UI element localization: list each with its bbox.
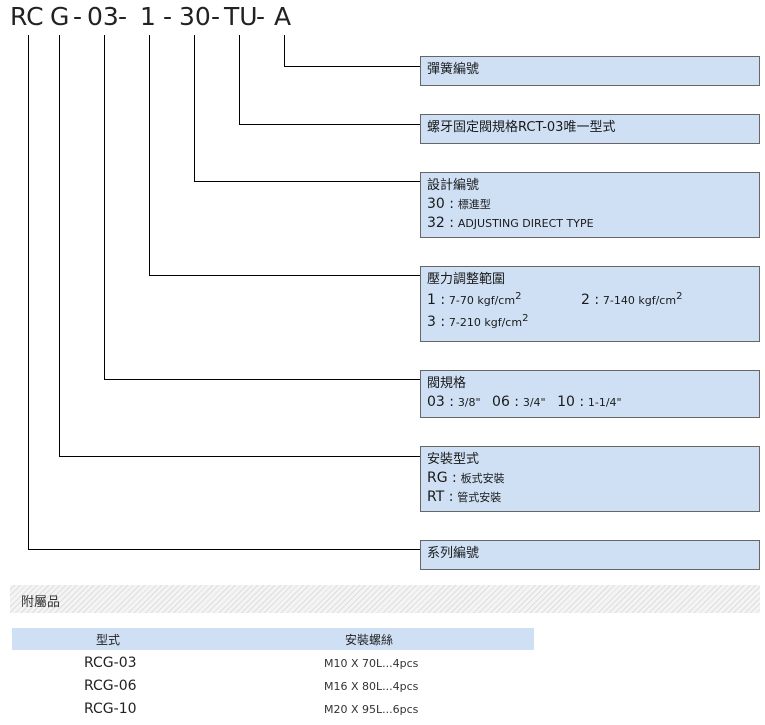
valve-fix-title: 螺牙固定閥規格RCT-03唯一型式 (427, 120, 616, 135)
code-dash: - (73, 2, 83, 31)
row-model: RCG-10 (84, 701, 137, 717)
col-model-header: 型式 (96, 633, 121, 647)
series-number-title: 系列編號 (427, 546, 480, 561)
design-number-title: 設計編號 (427, 178, 480, 193)
code-size: 03 (87, 2, 119, 31)
row-bolts: M10 X 70L...4pcs (324, 657, 419, 670)
code-design: 30 (179, 2, 211, 31)
row-bolts: M16 X 80L...4pcs (324, 680, 419, 693)
valve-size-title: 閥規格 (427, 376, 467, 391)
connector-pressure (149, 35, 420, 276)
row-bolts: M20 X 95L...6pcs (324, 703, 419, 716)
valve-size-options: 03 : 3/8" 06 : 3/4" 10 : 1-1/4" (427, 394, 622, 410)
accessories-header-bar: 附屬品 (10, 585, 760, 613)
connector-series (28, 35, 420, 550)
accessories-title: 附屬品 (21, 595, 61, 610)
pressure-options-row: 1 : 7-70 kgf/cm2 2 : 7-140 kgf/cm2 (427, 291, 753, 313)
connector-design (194, 35, 420, 182)
code-dash: - (256, 2, 266, 31)
code-spring: A (274, 2, 292, 31)
connector-valve-fix (239, 35, 420, 125)
valve-fix-box: 螺牙固定閥規格RCT-03唯一型式 (420, 114, 760, 144)
series-number-box: 系列編號 (420, 540, 760, 570)
code-dash: - (163, 2, 173, 31)
pressure-range-box: 壓力調整範圍 1 : 7-70 kgf/cm2 2 : 7-140 kgf/cm… (420, 266, 760, 342)
connector-size (104, 35, 420, 380)
pressure-option-1: 1 : 7-70 kgf/cm2 (427, 291, 522, 309)
pressure-range-title: 壓力調整範圍 (427, 272, 506, 287)
code-dash: - (118, 2, 128, 31)
design-option-30: 30 : 標進型 (427, 196, 491, 212)
spring-number-title: 彈簧編號 (427, 62, 480, 77)
code-mount: G (50, 2, 70, 31)
table-row: RCG-10 M20 X 95L...6pcs (12, 699, 534, 721)
table-row: RCG-06 M16 X 80L...4pcs (12, 676, 534, 698)
mount-type-box: 安裝型式 RG : 板式安裝 RT : 管式安裝 (420, 446, 760, 512)
valve-size-box: 閥規格 03 : 3/8" 06 : 3/4" 10 : 1-1/4" (420, 370, 760, 418)
table-row: RCG-03 M10 X 70L...4pcs (12, 653, 534, 675)
mount-option-rg: RG : 板式安裝 (427, 470, 505, 486)
connector-spring (284, 35, 420, 67)
spring-number-box: 彈簧編號 (420, 56, 760, 86)
mount-type-title: 安裝型式 (427, 452, 480, 467)
pressure-option-2: 2 : 7-140 kgf/cm2 (581, 291, 683, 309)
accessories-table-header: 型式 安裝螺絲 (12, 628, 534, 650)
pressure-option-3: 3 : 7-210 kgf/cm2 (427, 313, 529, 331)
design-number-box: 設計編號 30 : 標進型 32 : ADJUSTING DIRECT TYPE (420, 172, 760, 238)
col-bolts-header: 安裝螺絲 (345, 633, 394, 647)
row-model: RCG-06 (84, 678, 137, 694)
code-dash: - (211, 2, 221, 31)
connector-mount (59, 35, 420, 457)
code-series: RC (10, 2, 44, 31)
code-pressure: 1 (140, 2, 156, 31)
mount-option-rt: RT : 管式安裝 (427, 489, 502, 505)
connector-lines (28, 35, 420, 550)
design-option-32: 32 : ADJUSTING DIRECT TYPE (427, 215, 594, 231)
code-valve-fix: TU (224, 2, 258, 31)
row-model: RCG-03 (84, 655, 137, 671)
